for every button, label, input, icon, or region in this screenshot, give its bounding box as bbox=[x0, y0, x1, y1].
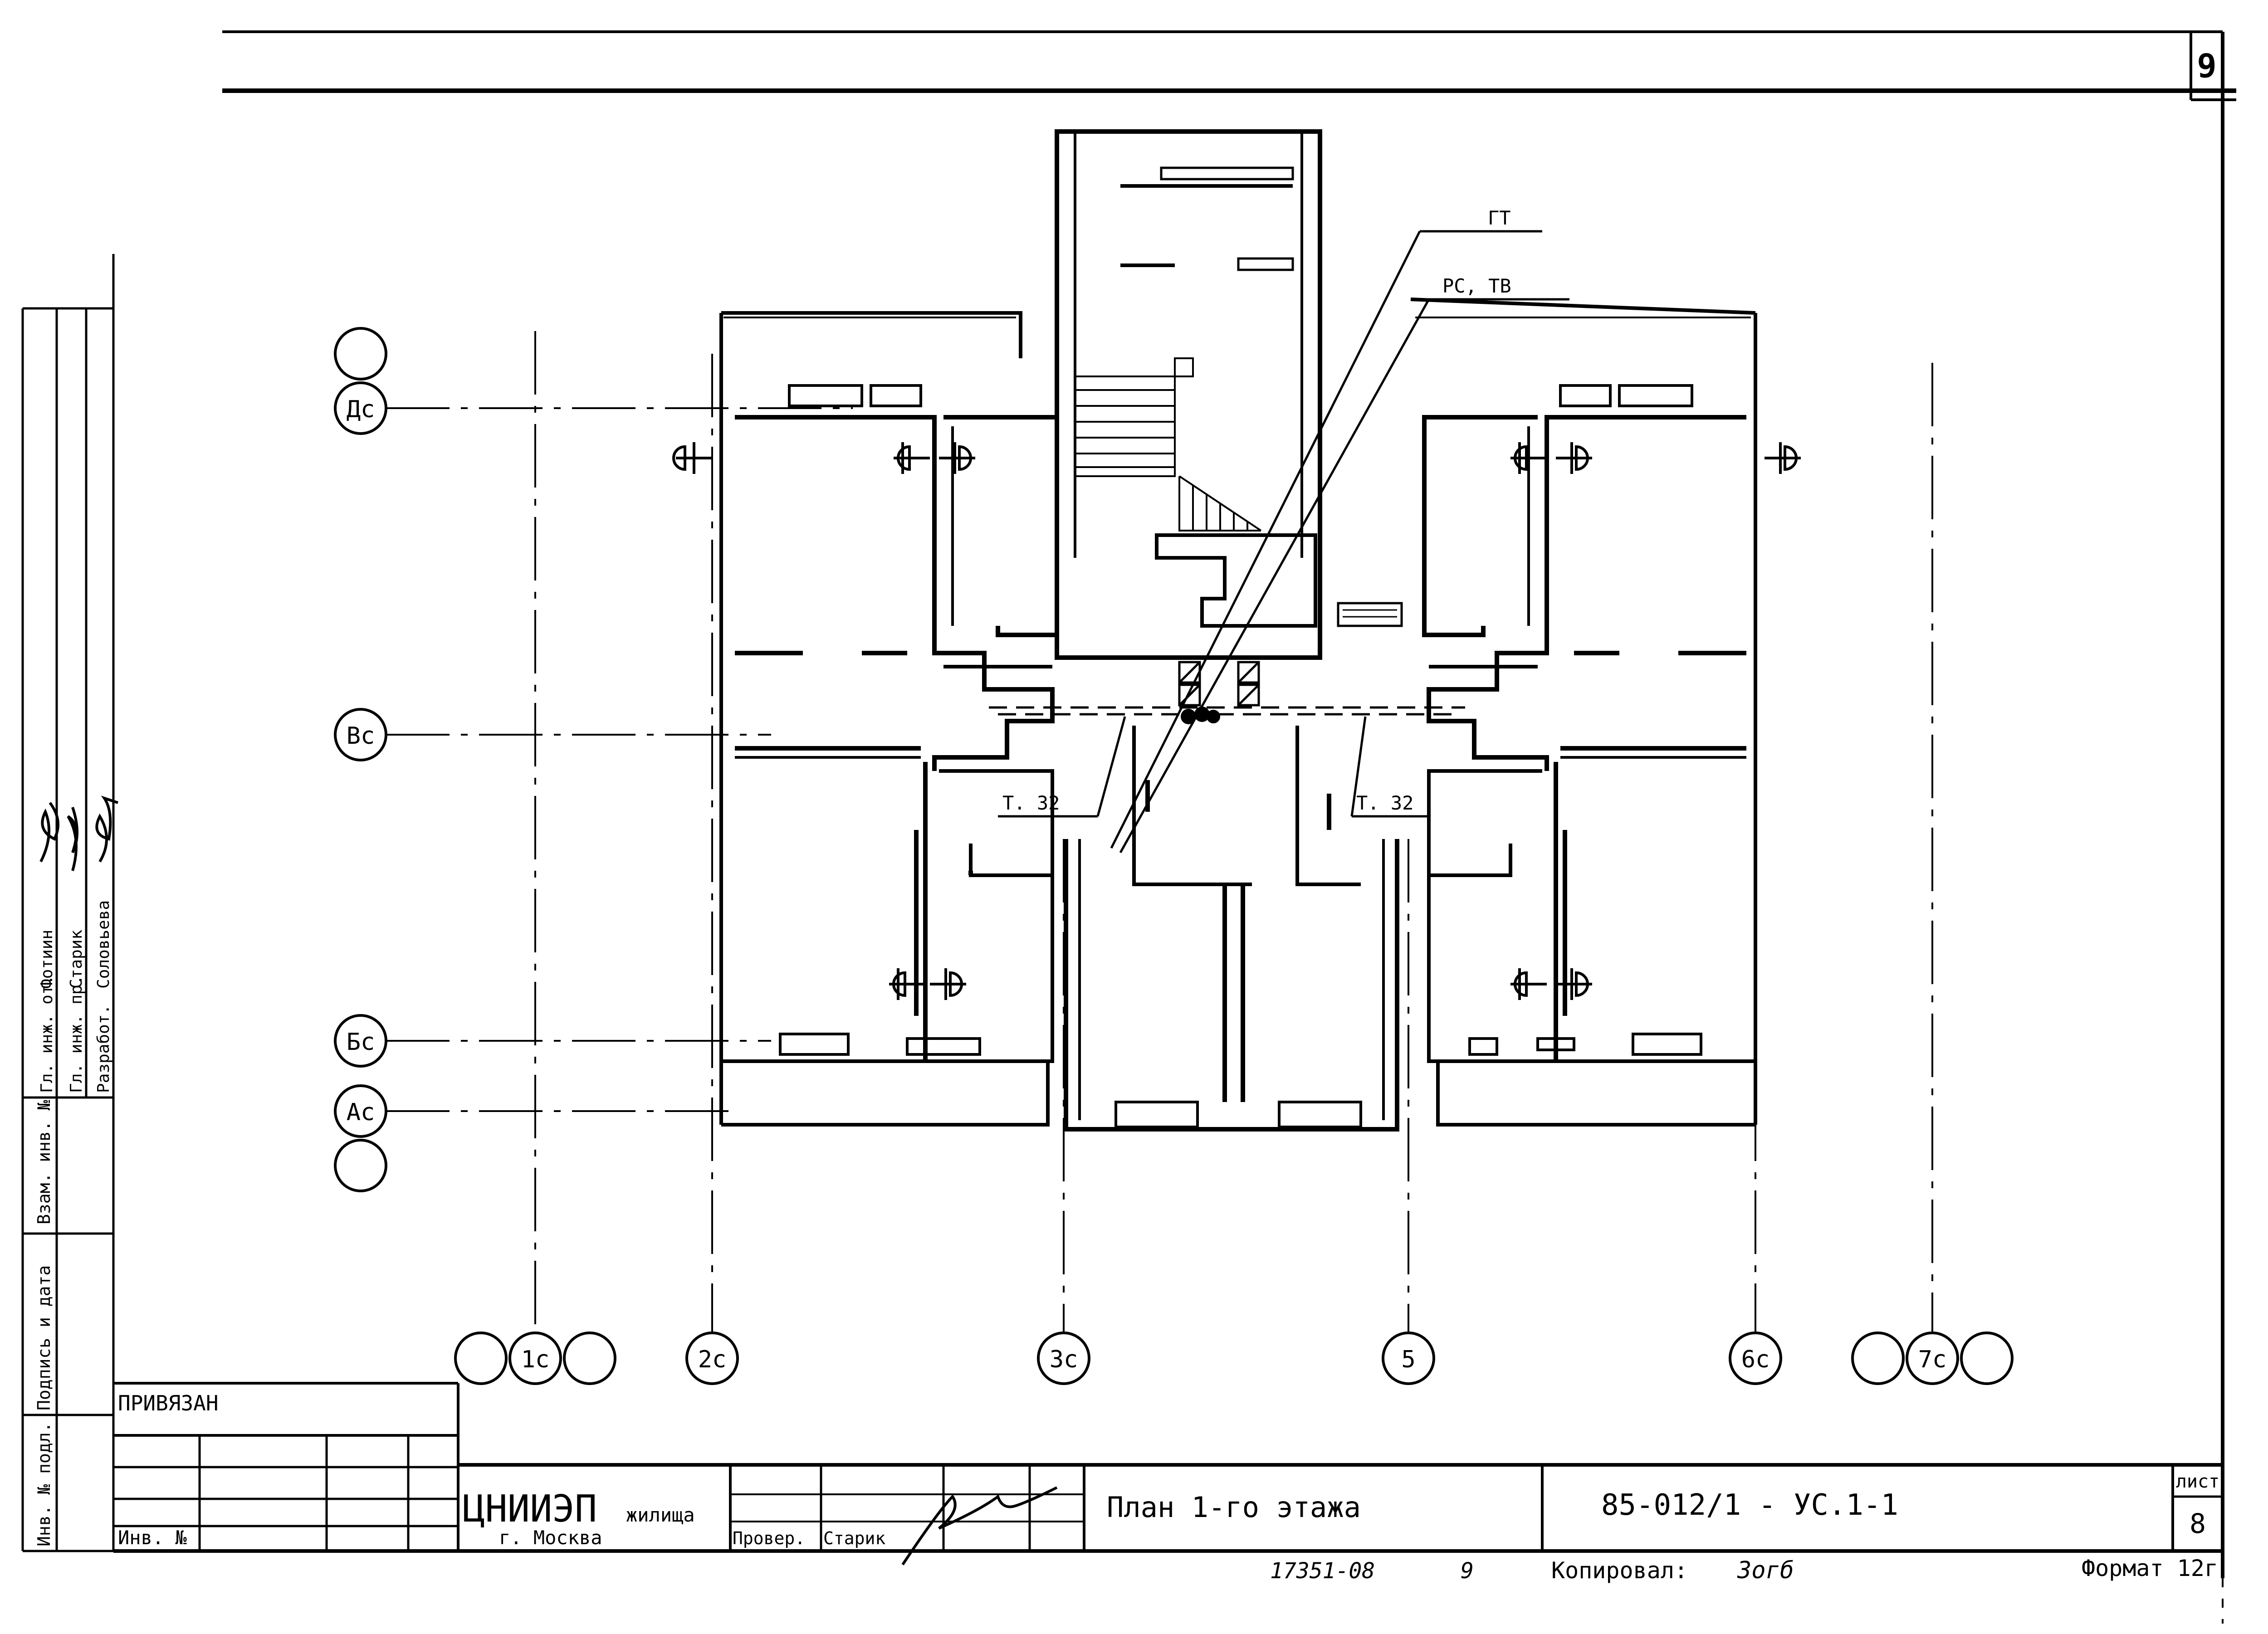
inventory-label: Инв. № bbox=[118, 1527, 187, 1549]
fixture-symbols bbox=[672, 442, 1801, 1000]
copied-sign: Зогб bbox=[1737, 1557, 1794, 1584]
side-label-inv-podl: Инв. № подл. bbox=[34, 1422, 54, 1546]
axis-label-6c: 6с bbox=[1741, 1346, 1770, 1373]
format-label: Формат 12г bbox=[2082, 1555, 2218, 1581]
grid-bubble-empty bbox=[454, 1332, 508, 1385]
grid-bubble-empty bbox=[334, 327, 387, 380]
grid-bubble-empty bbox=[1960, 1332, 2014, 1385]
side-signatures bbox=[39, 795, 118, 871]
bottom-number: 17351-08 bbox=[1270, 1558, 1375, 1584]
column-axes bbox=[454, 331, 2014, 1385]
axis-label-bc: Бс bbox=[347, 1029, 375, 1056]
riser-label-rs-tv: РС, ТВ bbox=[1442, 275, 1511, 297]
grid-bubble-empty bbox=[1851, 1332, 1905, 1385]
sheet-frame bbox=[222, 30, 2236, 1624]
grid-bubble-6c bbox=[1729, 1332, 1782, 1385]
grid-bubble-5 bbox=[1382, 1332, 1435, 1385]
side-role-1: Гл. инж. от. bbox=[38, 975, 56, 1093]
axis-label-vc: Вс bbox=[347, 722, 375, 750]
side-name-2: Старик bbox=[67, 930, 86, 989]
checker-signature bbox=[901, 1486, 1058, 1566]
document-code: 85-012/1 - УС.1-1 bbox=[1601, 1488, 1898, 1522]
check-label: Провер. bbox=[733, 1528, 805, 1548]
pipe-label-t32-left: Т. 32 bbox=[1002, 792, 1060, 814]
side-role-2: Гл. инж. пр. bbox=[67, 975, 86, 1093]
side-name-1: Фотиин bbox=[38, 930, 56, 989]
riser-label-gt: ГТ bbox=[1488, 207, 1511, 229]
sheet-title: План 1-го этажа bbox=[1107, 1491, 1361, 1524]
check-name: Старик bbox=[823, 1528, 885, 1548]
side-label-signature-date: Подпись и дата bbox=[34, 1265, 54, 1410]
page-number: 9 bbox=[2197, 47, 2216, 85]
side-stamp bbox=[21, 254, 115, 1552]
axis-label-2c: 2с bbox=[698, 1346, 727, 1373]
organization-name: ЦНИИЭП bbox=[463, 1488, 597, 1531]
bottom-sheet: 9 bbox=[1461, 1558, 1474, 1584]
axis-label-1c: 1с bbox=[521, 1346, 550, 1373]
grid-bubble-1c bbox=[508, 1332, 562, 1385]
pipe-label-t32-right: Т. 32 bbox=[1356, 792, 1413, 814]
grid-bubble-empty bbox=[334, 1139, 387, 1192]
grid-bubble-3c bbox=[1037, 1332, 1090, 1385]
building-plan bbox=[719, 129, 1757, 1132]
axis-label-5: 5 bbox=[1401, 1346, 1415, 1373]
axis-label-7c: 7с bbox=[1918, 1346, 1947, 1373]
row-axes bbox=[334, 327, 853, 1192]
side-role-3: Разработ. bbox=[94, 1005, 113, 1093]
grid-bubble-7c bbox=[1906, 1332, 1959, 1385]
sheet-label: лист bbox=[2176, 1471, 2219, 1492]
riser-leaders bbox=[998, 230, 1569, 854]
side-name-3: Соловьева bbox=[94, 900, 113, 989]
axis-label-ac: Ас bbox=[347, 1099, 375, 1126]
grid-bubble-empty bbox=[563, 1332, 616, 1385]
grid-bubble-2c bbox=[685, 1332, 739, 1385]
sheet-number: 8 bbox=[2190, 1508, 2206, 1540]
copied-label: Копировал: bbox=[1551, 1557, 1688, 1584]
title-block bbox=[113, 1382, 2223, 1553]
organization-name-suffix: жилища bbox=[626, 1504, 695, 1526]
side-label-replace-inv: Взам. инв. № bbox=[34, 1100, 54, 1224]
stair-flights bbox=[1074, 357, 1262, 532]
organization-city: г. Москва bbox=[499, 1527, 602, 1549]
axis-label-dc: Дс bbox=[347, 396, 375, 423]
axis-label-3c: 3с bbox=[1050, 1346, 1078, 1373]
ventilation-shafts bbox=[989, 661, 1465, 716]
attached-label: ПРИВЯЗАН bbox=[118, 1391, 219, 1415]
